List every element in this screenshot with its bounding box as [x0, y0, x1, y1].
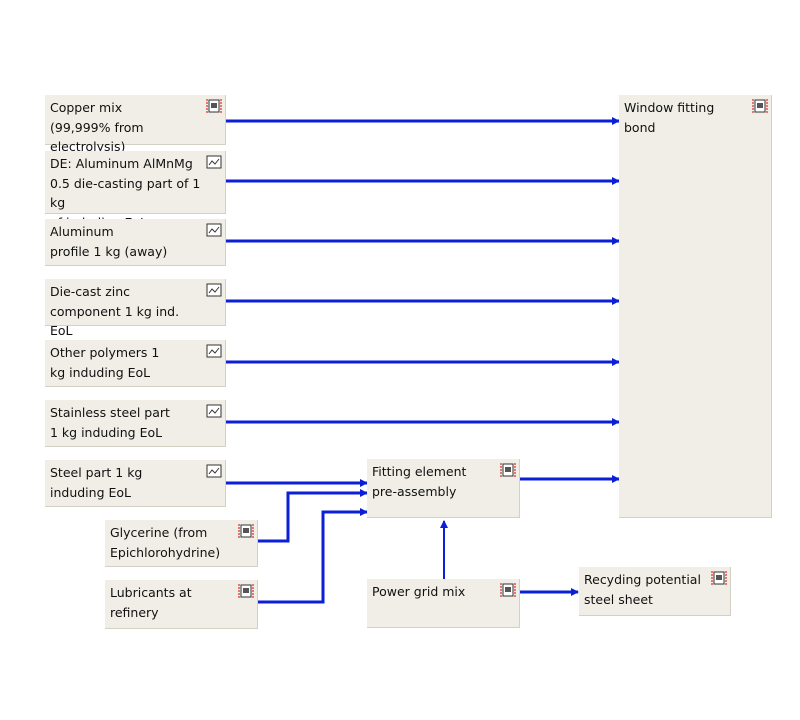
- process-icon: [206, 155, 222, 169]
- node-glycerine[interactable]: Glycerine (from Epichlorohydrine): [105, 520, 258, 567]
- process-icon: [206, 404, 222, 418]
- node-label: Recyding potential steel sheet: [584, 572, 701, 607]
- node-label: Other polymers 1 kg induding EoL: [50, 345, 160, 380]
- node-label: Copper mix (99,999% from electrolysis): [50, 100, 144, 154]
- plan-icon: [752, 99, 768, 113]
- node-lubricants[interactable]: Lubricants at refinery: [105, 580, 258, 629]
- node-fitting-element[interactable]: Fitting element pre-assembly: [367, 459, 520, 518]
- node-copper-mix[interactable]: Copper mix (99,999% from electrolysis): [45, 95, 226, 154]
- node-label: Lubricants at refinery: [110, 585, 192, 620]
- edge-glycerine-to-fitting: [258, 489, 368, 543]
- node-label: Window fitting bond: [624, 100, 715, 135]
- node-aluminum-profile[interactable]: Aluminum profile 1 kg (away): [45, 219, 226, 266]
- node-steel-part[interactable]: Steel part 1 kg induding EoL: [45, 460, 226, 507]
- node-label: Fitting element pre-assembly: [372, 464, 467, 499]
- node-other-polymers[interactable]: Other polymers 1 kg induding EoL: [45, 340, 226, 387]
- node-label: Die-cast zinc component 1 kg ind. EoL: [50, 284, 180, 338]
- node-label: Steel part 1 kg induding EoL: [50, 465, 143, 500]
- plan-icon: [238, 524, 254, 538]
- node-power-grid-mix[interactable]: Power grid mix: [367, 579, 520, 628]
- node-window-fitting-bond[interactable]: Window fitting bond: [619, 95, 772, 518]
- plan-icon: [206, 99, 222, 113]
- edge-lubricants-to-fitting: [258, 508, 368, 604]
- node-label: Glycerine (from Epichlorohydrine): [110, 525, 221, 560]
- process-icon: [206, 283, 222, 297]
- plan-icon: [500, 463, 516, 477]
- node-die-cast-zinc[interactable]: Die-cast zinc component 1 kg ind. EoL: [45, 279, 226, 338]
- process-icon: [206, 223, 222, 237]
- node-recycling-potential[interactable]: Recyding potential steel sheet: [579, 567, 731, 616]
- node-aluminum-die-casting[interactable]: DE: Aluminum AlMnMg 0.5 die-casting part…: [45, 151, 226, 230]
- node-label: Stainless steel part 1 kg induding EoL: [50, 405, 170, 440]
- node-label: Aluminum profile 1 kg (away): [50, 224, 168, 259]
- plan-icon: [711, 571, 727, 585]
- plan-icon: [500, 583, 516, 597]
- plan-icon: [238, 584, 254, 598]
- process-icon: [206, 344, 222, 358]
- node-stainless-steel[interactable]: Stainless steel part 1 kg induding EoL: [45, 400, 226, 447]
- node-label: DE: Aluminum AlMnMg 0.5 die-casting part…: [50, 156, 201, 230]
- node-label: Power grid mix: [372, 584, 466, 599]
- process-icon: [206, 464, 222, 478]
